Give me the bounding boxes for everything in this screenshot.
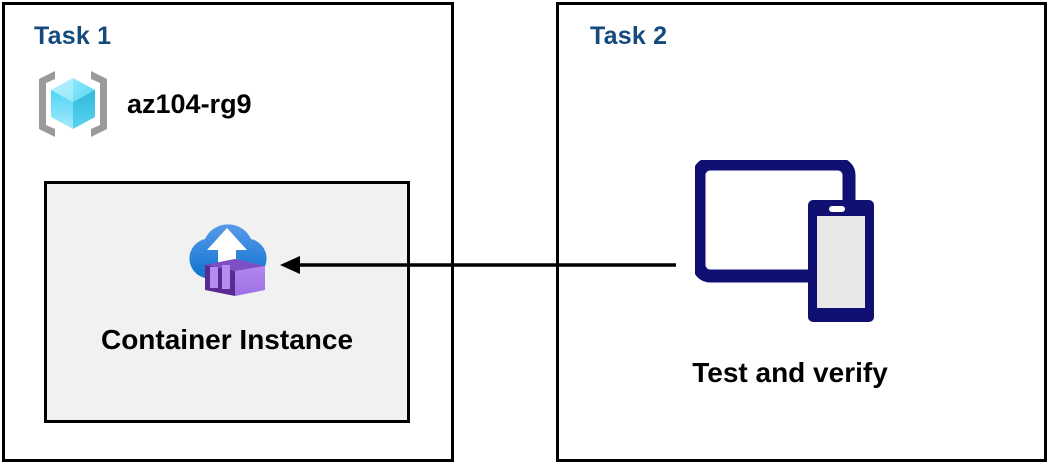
flow-arrow-icon [278,248,678,282]
tablet-and-phone-icon [692,157,885,335]
container-instance-label: Container Instance [100,324,354,355]
container-instance-icon [175,206,279,302]
test-and-verify-block: Test and verify [620,157,960,389]
resource-group-label: az104-rg9 [127,88,252,119]
resource-group-icon [33,65,113,143]
task-2-title: Task 2 [590,22,668,50]
test-and-verify-label: Test and verify [692,357,888,388]
resource-group-row: az104-rg9 [33,65,252,143]
task-1-title: Task 1 [34,22,112,50]
task-2-panel: Task 2 [556,2,1047,462]
task-1-panel: Task 1 [2,2,454,462]
container-instance-card: Container Instance [44,181,410,423]
